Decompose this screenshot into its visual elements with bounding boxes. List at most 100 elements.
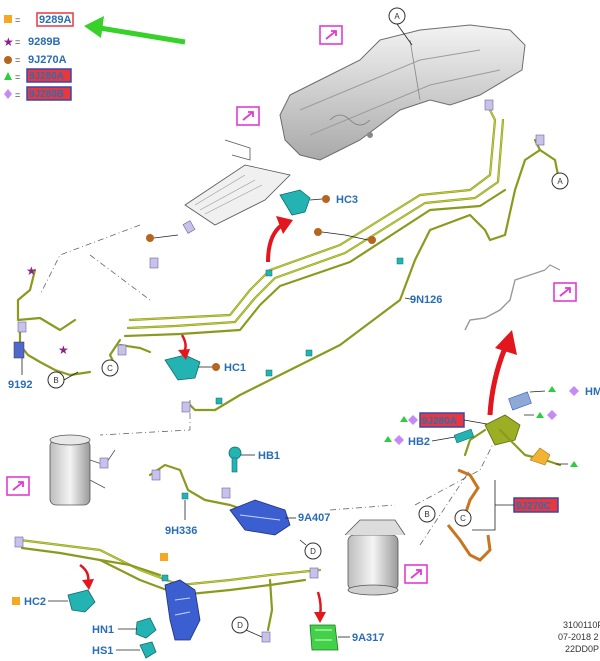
label-9a407-group: 9A407 <box>285 512 330 524</box>
legend-label: 9J280B <box>29 89 64 100</box>
line-fasteners <box>161 257 404 582</box>
clip-hb1 <box>228 446 242 473</box>
view-marker-heater <box>6 476 30 496</box>
orange-hoses-9j270c <box>446 468 492 562</box>
bottom-blue-bracket <box>164 579 201 641</box>
callout-a-top: A <box>388 7 413 46</box>
reference-code: 3100110F 07-2018 2 22DD0P <box>558 620 600 654</box>
legend: = 9289A ★ = 9289B = 9J270A = 9J280A = 9J… <box>3 12 74 101</box>
label-hm-group: HM <box>529 386 600 398</box>
orange-square-icon <box>4 15 12 23</box>
label-hb1: HB1 <box>258 450 280 462</box>
svg-text:A: A <box>394 12 400 21</box>
lilac-diamond-icon <box>569 386 579 396</box>
reference-line-3: 22DD0P <box>565 644 599 654</box>
legend-label: 9J270A <box>28 54 67 66</box>
label-9a317: 9A317 <box>352 632 384 644</box>
red-arrow-hose <box>487 330 517 416</box>
lilac-diamond-icon <box>394 435 404 445</box>
label-hc1: HC1 <box>224 362 246 374</box>
label-9j280a-highlight-group: 9J280A <box>400 412 488 428</box>
connector-ends <box>14 99 545 643</box>
brown-circle-icon <box>314 228 322 236</box>
legend-item-9j280b: = 9J280B <box>4 86 72 101</box>
callout-c-left: C <box>101 359 119 377</box>
label-hc1-group: HC1 <box>198 362 246 374</box>
legend-eq: = <box>15 15 20 25</box>
brown-circle-icon <box>368 236 376 244</box>
callout-d-bottom: D <box>231 616 263 638</box>
legend-label: 9289B <box>28 36 60 48</box>
legend-eq: = <box>15 72 20 82</box>
label-9a317-group: 9A317 <box>338 632 384 644</box>
left-hose-9192 <box>13 268 92 377</box>
legend-item-9289b: ★ = 9289B <box>3 35 60 49</box>
label-9n126-group: 9N126 <box>404 294 442 306</box>
red-arrow-hc2 <box>79 563 94 590</box>
view-marker-shield <box>236 106 260 126</box>
label-9j270c-highlight: 9J270C <box>516 501 551 512</box>
green-pointer-arrow-icon <box>84 16 186 45</box>
clip-hn1 <box>135 617 157 639</box>
callout-d-middle: D <box>299 539 322 560</box>
svg-text:B: B <box>424 510 429 519</box>
brown-circle-icon <box>212 363 220 371</box>
green-triangle-icon <box>4 72 12 80</box>
green-triangle-icon <box>536 412 544 418</box>
label-hs1: HS1 <box>92 645 113 657</box>
legend-item-9289a: = 9289A <box>4 12 74 27</box>
clip-hb2 <box>453 428 475 444</box>
green-triangle-icon <box>400 416 408 422</box>
fuel-filter-unit <box>344 519 406 596</box>
brown-circle-icon <box>4 56 12 64</box>
label-hb1-group: HB1 <box>241 450 280 462</box>
lilac-diamond-icon <box>547 410 557 420</box>
label-9n126: 9N126 <box>410 294 442 306</box>
label-hc2-group: HC2 <box>12 596 68 608</box>
svg-text:D: D <box>310 547 316 556</box>
callout-b-right: B <box>418 505 436 523</box>
fuel-heater-unit <box>49 434 116 506</box>
label-hb2: HB2 <box>408 436 430 448</box>
clip-9a317 <box>309 624 339 651</box>
label-9192: 9192 <box>8 379 32 391</box>
label-hm: HM <box>585 386 600 398</box>
orange-square-icon <box>12 597 20 605</box>
legend-item-9j270a: = 9J270A <box>4 54 67 66</box>
clip-hc3 <box>279 189 311 216</box>
clip-hs1 <box>139 641 157 659</box>
svg-text:C: C <box>107 364 113 373</box>
green-triangle-icon <box>570 461 578 467</box>
legend-item-9j280a: = 9J280A <box>4 68 72 83</box>
red-arrow-9a317 <box>314 591 326 623</box>
label-hb2-group: HB2 <box>384 435 456 448</box>
svg-text:A: A <box>557 177 563 186</box>
label-9h336-group: 9H336 <box>165 500 197 537</box>
purple-star-icon: ★ <box>58 343 69 357</box>
label-9h336: 9H336 <box>165 525 197 537</box>
bracket-9a407 <box>229 499 291 536</box>
clip-hc2 <box>67 589 96 613</box>
view-marker-tank <box>319 25 343 45</box>
label-9192-group: 9192 <box>8 358 32 391</box>
red-arrow-hc3 <box>266 216 293 263</box>
svg-text:C: C <box>460 514 466 523</box>
label-hc2: HC2 <box>24 596 46 608</box>
right-markers <box>524 410 578 467</box>
label-hs1-group: HS1 <box>92 645 140 657</box>
label-9j280a-highlight: 9J280A <box>422 416 457 427</box>
reference-line-1: 3100110F <box>563 620 600 630</box>
label-hn1: HN1 <box>92 624 114 636</box>
legend-eq: = <box>15 55 20 65</box>
clip-hc1 <box>164 354 201 381</box>
fuel-tank <box>279 24 526 161</box>
heat-shield-bracket <box>184 139 291 226</box>
label-9j270c-highlight-group: 9J270C <box>472 480 559 531</box>
purple-star-icon: ★ <box>26 264 37 278</box>
legend-eq: = <box>15 37 20 47</box>
orange-square-icon <box>160 553 168 561</box>
brown-circle-icon <box>146 234 154 242</box>
right-hose <box>464 264 561 331</box>
red-arrow-hc1 <box>178 334 190 360</box>
